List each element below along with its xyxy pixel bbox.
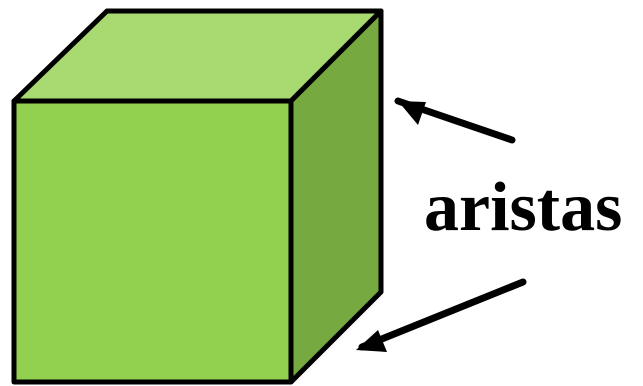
lower-arrowhead (356, 330, 387, 352)
lower-edge-arrow (358, 278, 527, 351)
upper-arrowhead (398, 101, 426, 125)
cube-front-face (11, 98, 294, 385)
edges-label: aristas (424, 169, 622, 246)
arrows (356, 97, 527, 352)
cube (11, 8, 384, 385)
